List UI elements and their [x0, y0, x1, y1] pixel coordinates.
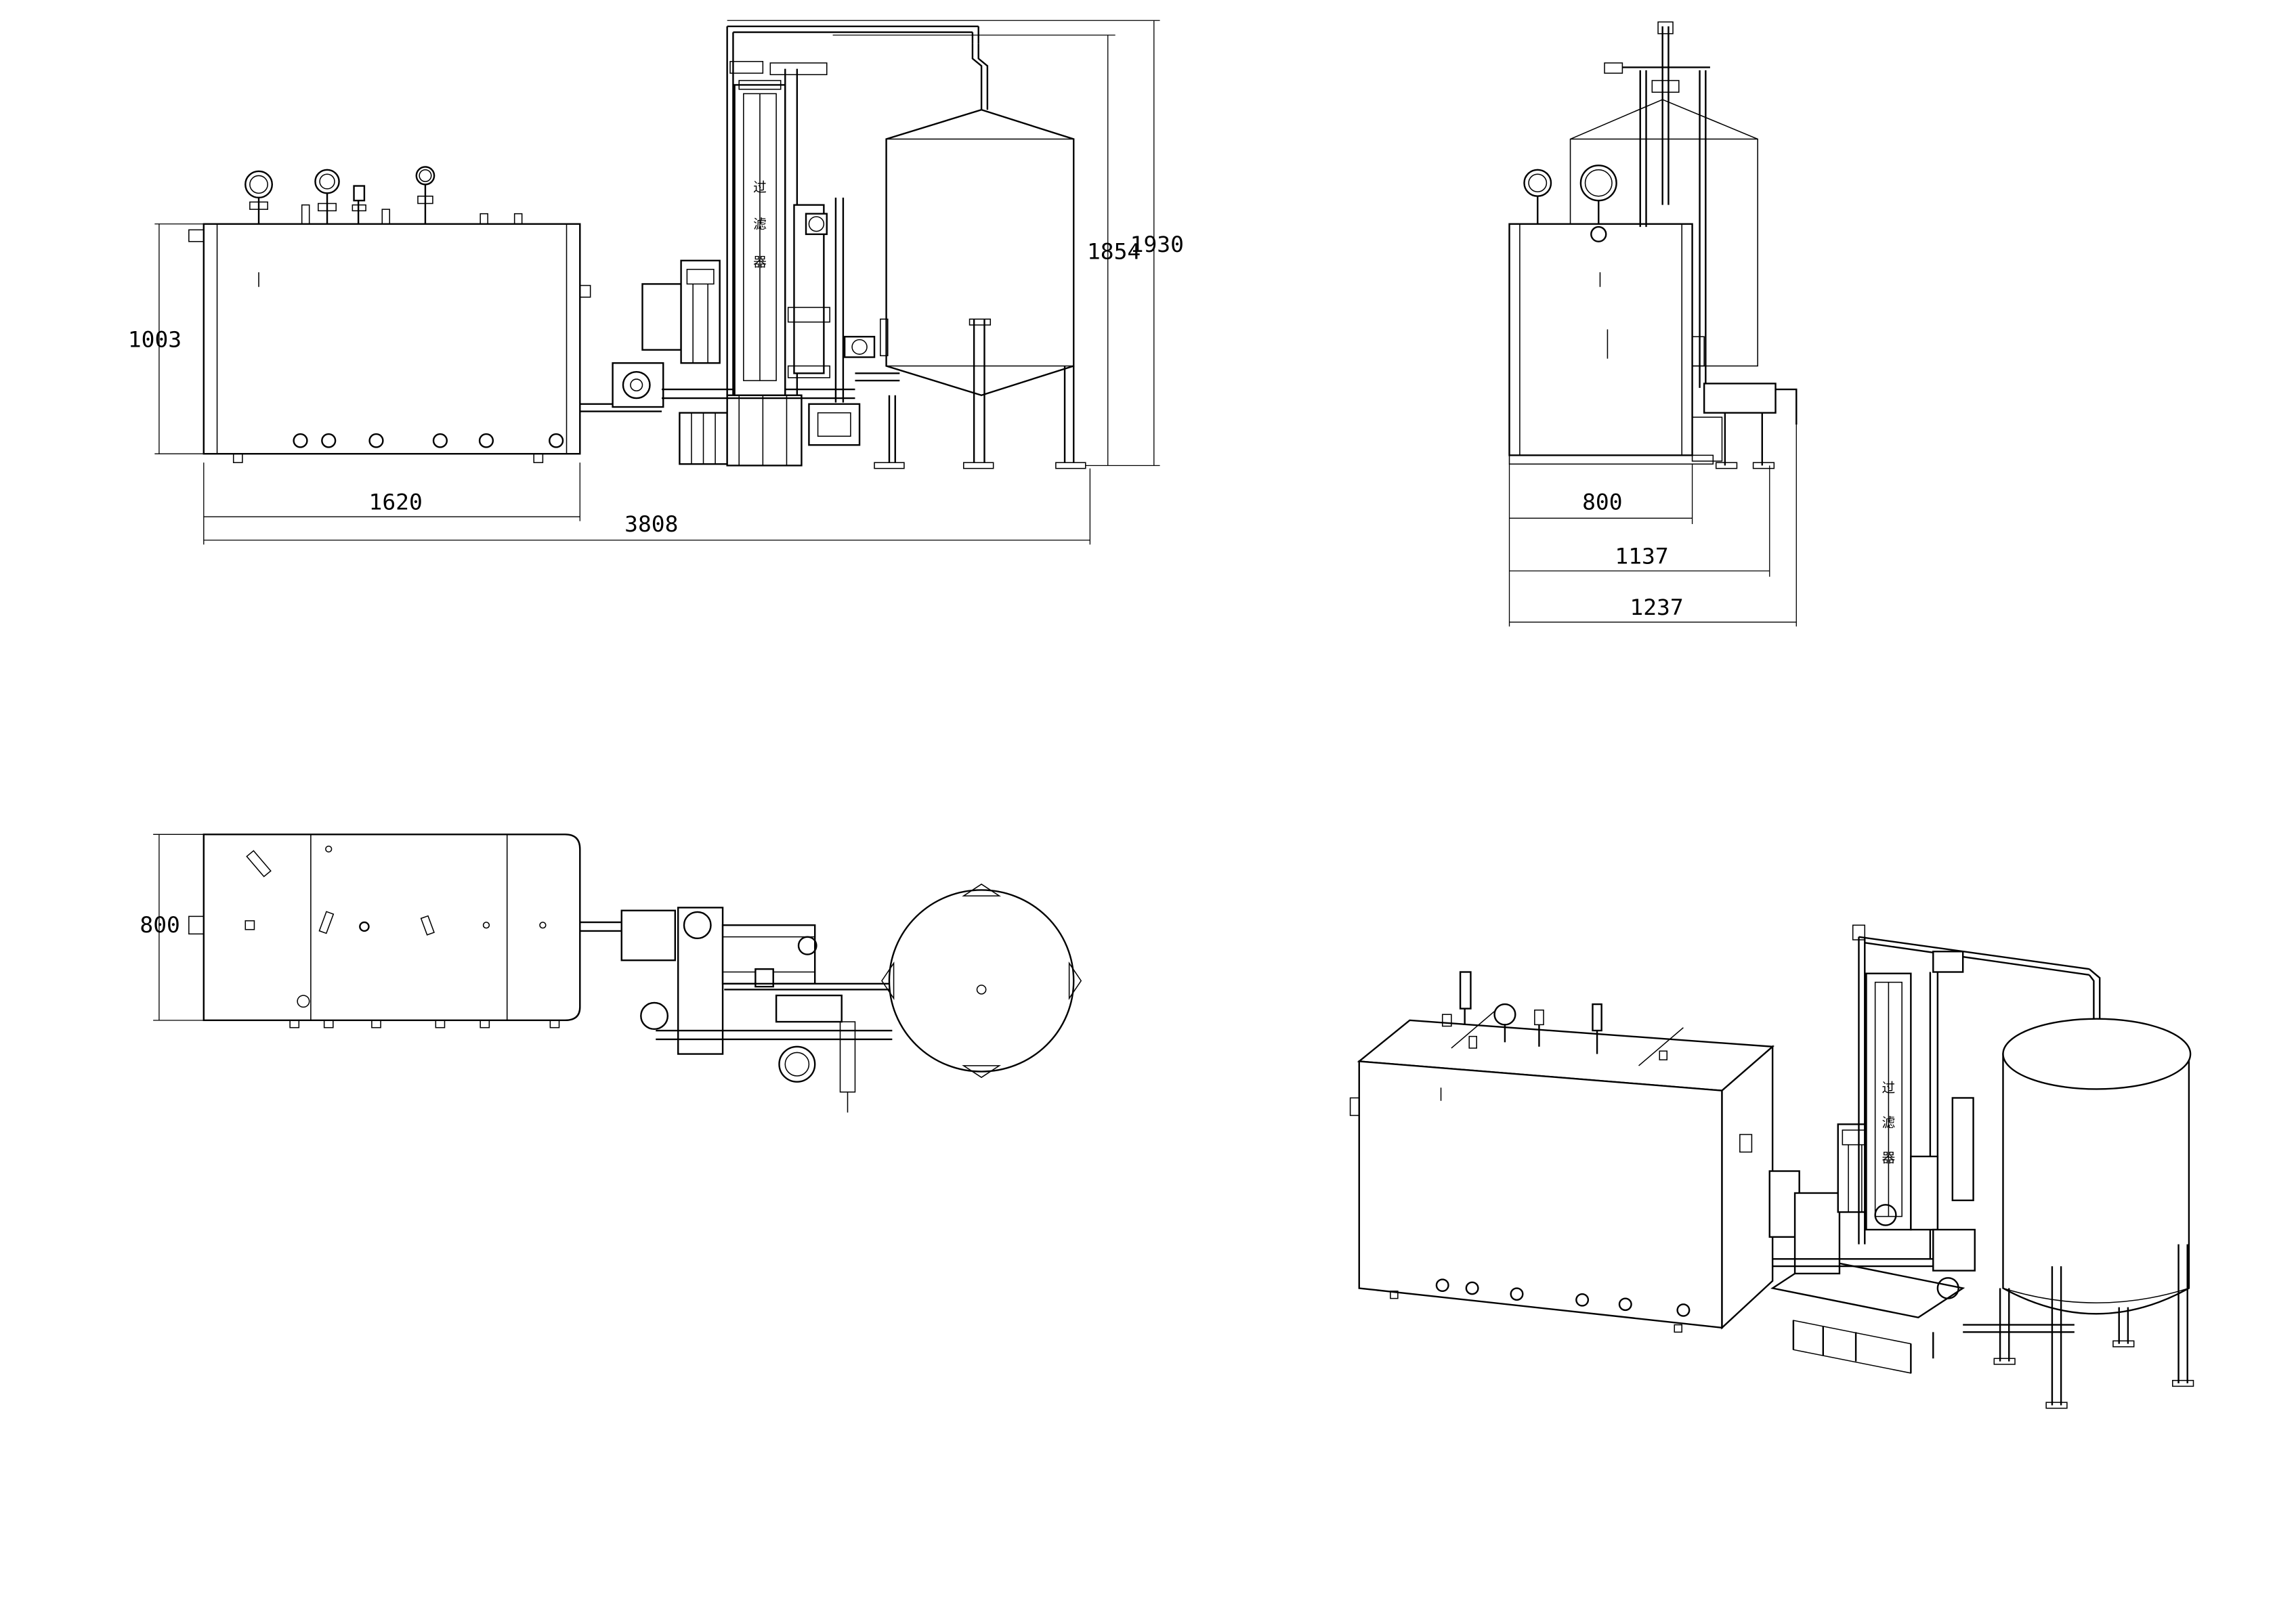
front-storage-vessel [874, 108, 1086, 469]
dimension-label: 800 [140, 912, 179, 938]
filter-label-char: 器 [753, 255, 767, 270]
front-view: 过 滤 器 [128, 20, 1184, 545]
dimension-label: 1930 [1130, 232, 1184, 257]
filter-label-char: 滤 [1882, 1115, 1896, 1131]
filter-label-char: 滤 [753, 216, 767, 232]
pressure-gauge-icon [415, 166, 435, 224]
dimension-label: 1854 [1087, 239, 1141, 265]
pressure-gauge-icon [245, 170, 274, 224]
iso-storage-vessel [1993, 1018, 2194, 1409]
filter-label-char: 过 [1882, 1080, 1896, 1096]
side-dimensions: 800 1137 1237 [1508, 424, 1797, 627]
front-secondary-filter [787, 197, 900, 446]
front-dimensions: 1003 1854 1930 1620 3808 [128, 20, 1184, 545]
top-tank [188, 834, 581, 1029]
front-filter-column: 过 滤 器 [726, 25, 989, 396]
filter-label-char: 过 [753, 179, 767, 195]
dimension-label: 1137 [1615, 544, 1668, 569]
pressure-gauge-icon [314, 169, 340, 224]
front-pump [612, 259, 855, 467]
side-view: 800 1137 1237 [1508, 21, 1798, 627]
top-view: 800 [140, 834, 1082, 1113]
dimension-label: 3808 [624, 511, 678, 537]
dimension-label: 1237 [1630, 594, 1683, 620]
dimension-label: 1003 [128, 327, 182, 353]
iso-pump-skid [1768, 1123, 1965, 1374]
filter-label-char: 器 [1882, 1150, 1896, 1166]
iso-filter-column: 过 滤 器 [1852, 924, 2101, 1333]
side-piping [1604, 21, 1798, 469]
isometric-view: 过 滤 器 [1349, 924, 2194, 1409]
iso-tank [1349, 971, 1775, 1333]
dimension-label: 800 [1582, 490, 1622, 515]
front-tank [188, 166, 591, 463]
valve-icon [352, 185, 366, 224]
side-tank [1508, 165, 1723, 465]
top-storage-vessel [881, 883, 1082, 1079]
dimension-label: 1620 [369, 490, 423, 515]
top-dimensions: 800 [140, 834, 204, 1021]
